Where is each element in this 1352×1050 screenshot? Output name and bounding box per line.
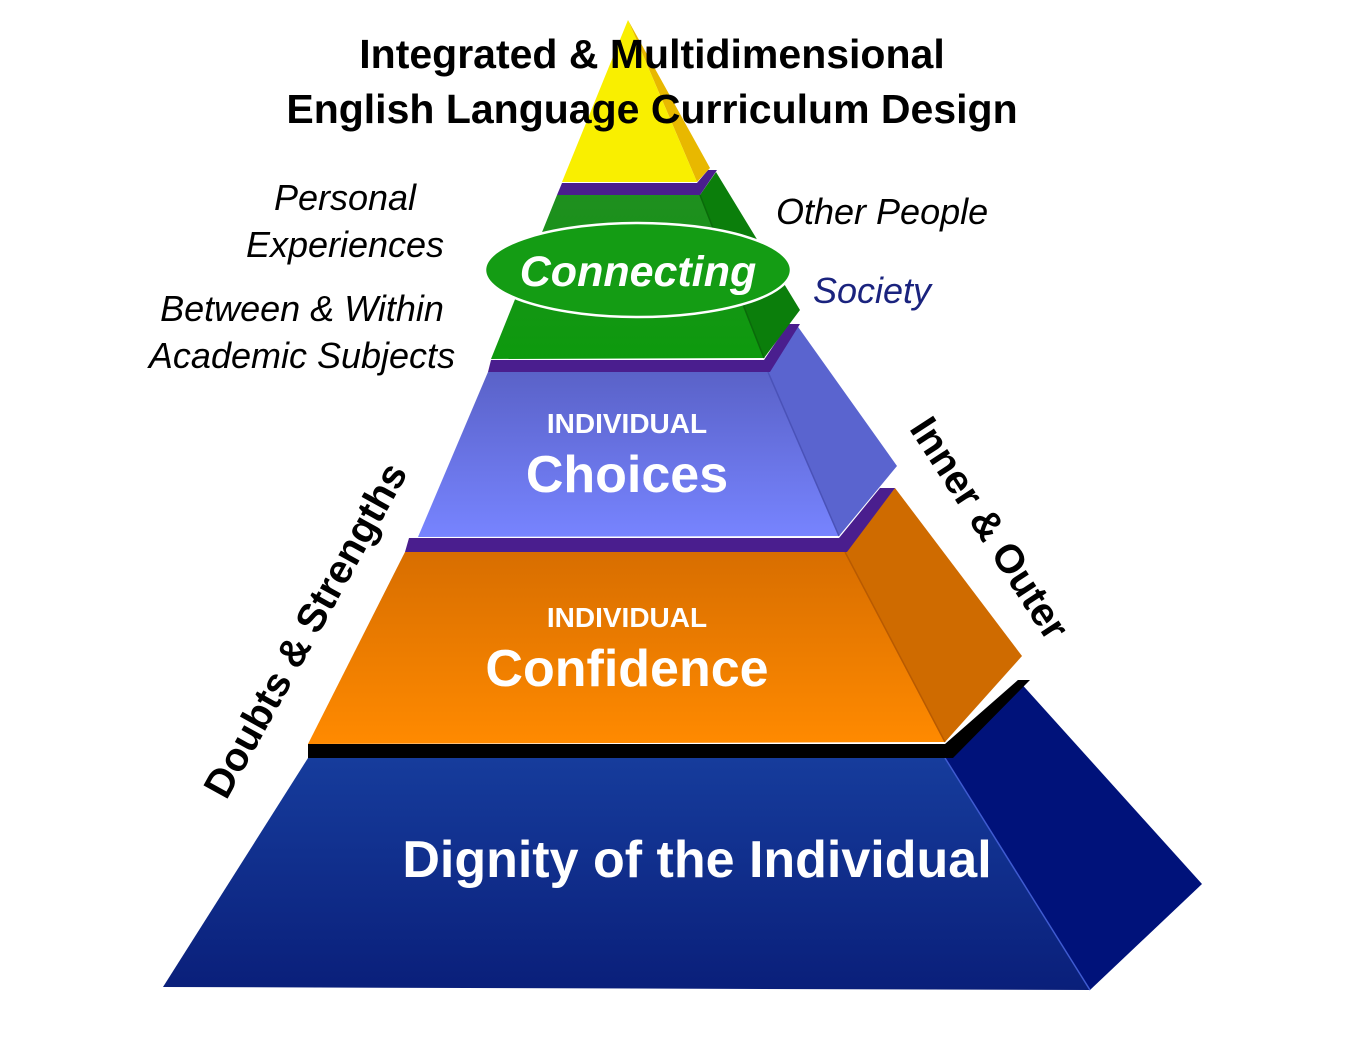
connecting-label: Connecting (520, 248, 756, 296)
tier-choices (418, 324, 897, 537)
title-line-2: English Language Curriculum Design (286, 86, 1017, 132)
other-people-label: Other People (776, 191, 988, 232)
connecting-top-separator (557, 170, 717, 195)
dignity-edge-line (944, 757, 1091, 991)
personal-label-line-1: Personal (274, 177, 417, 218)
dignity-label: Dignity of the Individual (402, 831, 991, 889)
title-line-1: Integrated & Multidimensional (359, 31, 944, 77)
confidence-top-separator (405, 488, 895, 552)
choices-side-face (768, 324, 897, 536)
confidence-side-face (845, 488, 1022, 742)
dignity-front-face (163, 758, 1090, 990)
connecting-ellipse (483, 221, 793, 319)
confidence-edge-line (844, 551, 946, 743)
choices-label: Choices (526, 446, 728, 504)
tier-dignity (163, 680, 1202, 991)
choices-front-face (418, 372, 839, 537)
dignity-side-face (945, 680, 1202, 990)
academic-label-line-1: Between & Within (160, 288, 444, 329)
choices-small-label: INDIVIDUAL (547, 408, 707, 439)
tier-apex (562, 20, 710, 182)
choices-top-separator (488, 324, 800, 372)
confidence-label: Confidence (485, 640, 768, 698)
society-label: Society (813, 270, 933, 311)
apex-side-face (628, 20, 710, 182)
dignity-top-separator (308, 680, 1030, 758)
choices-edge-line (767, 371, 840, 537)
academic-label-line-2: Academic Subjects (147, 335, 455, 376)
personal-label-line-2: Experiences (246, 224, 444, 265)
apex-front-face (562, 20, 697, 182)
tier-confidence (308, 488, 1022, 744)
confidence-small-label: INDIVIDUAL (547, 602, 707, 633)
confidence-front-face (308, 552, 945, 744)
